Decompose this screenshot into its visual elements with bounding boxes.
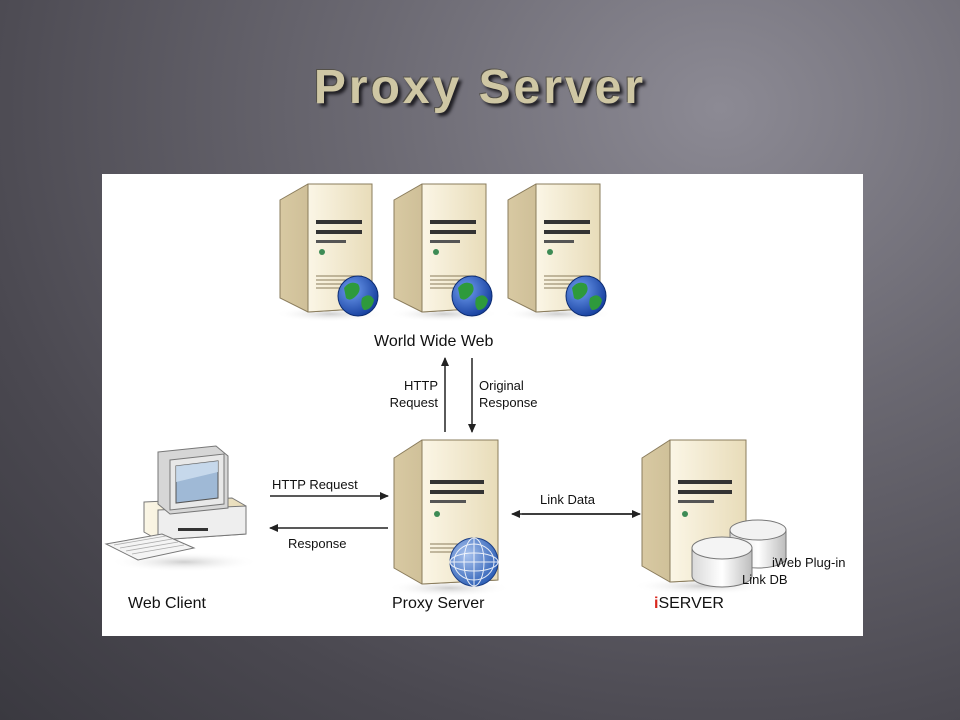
label-client-response: Response: [288, 535, 347, 552]
web-client-computer: [106, 446, 259, 572]
label-http-request-up-line2: Request: [378, 394, 438, 411]
label-iserver: iSERVER: [654, 595, 724, 613]
globe-icon: [338, 276, 378, 316]
diagram-panel: World Wide Web HTTP Request Original Res…: [102, 174, 863, 636]
label-original-response-line2: Response: [479, 394, 538, 411]
network-globe-icon: [450, 538, 498, 586]
label-web-client: Web Client: [128, 595, 206, 613]
label-link-db: Link DB: [742, 571, 788, 588]
globe-icon: [452, 276, 492, 316]
globe-icon: [566, 276, 606, 316]
label-http-request-up-line1: HTTP: [378, 377, 438, 394]
label-proxy-server: Proxy Server: [392, 595, 484, 613]
label-world-wide-web: World Wide Web: [374, 333, 493, 351]
label-original-response-line1: Original: [479, 377, 538, 394]
iserver-name: SERVER: [658, 595, 724, 612]
label-http-request-up: HTTP Request: [378, 377, 438, 411]
www-server-1: [275, 184, 385, 322]
label-link-data: Link Data: [540, 491, 595, 508]
label-client-http-request: HTTP Request: [272, 476, 358, 493]
slide-title: Proxy Server: [0, 60, 960, 130]
www-server-3: [503, 184, 613, 322]
www-server-2: [389, 184, 499, 322]
label-original-response: Original Response: [479, 377, 538, 411]
proxy-server: [387, 440, 511, 597]
label-iweb-plugin: iWeb Plug-in: [772, 554, 845, 571]
